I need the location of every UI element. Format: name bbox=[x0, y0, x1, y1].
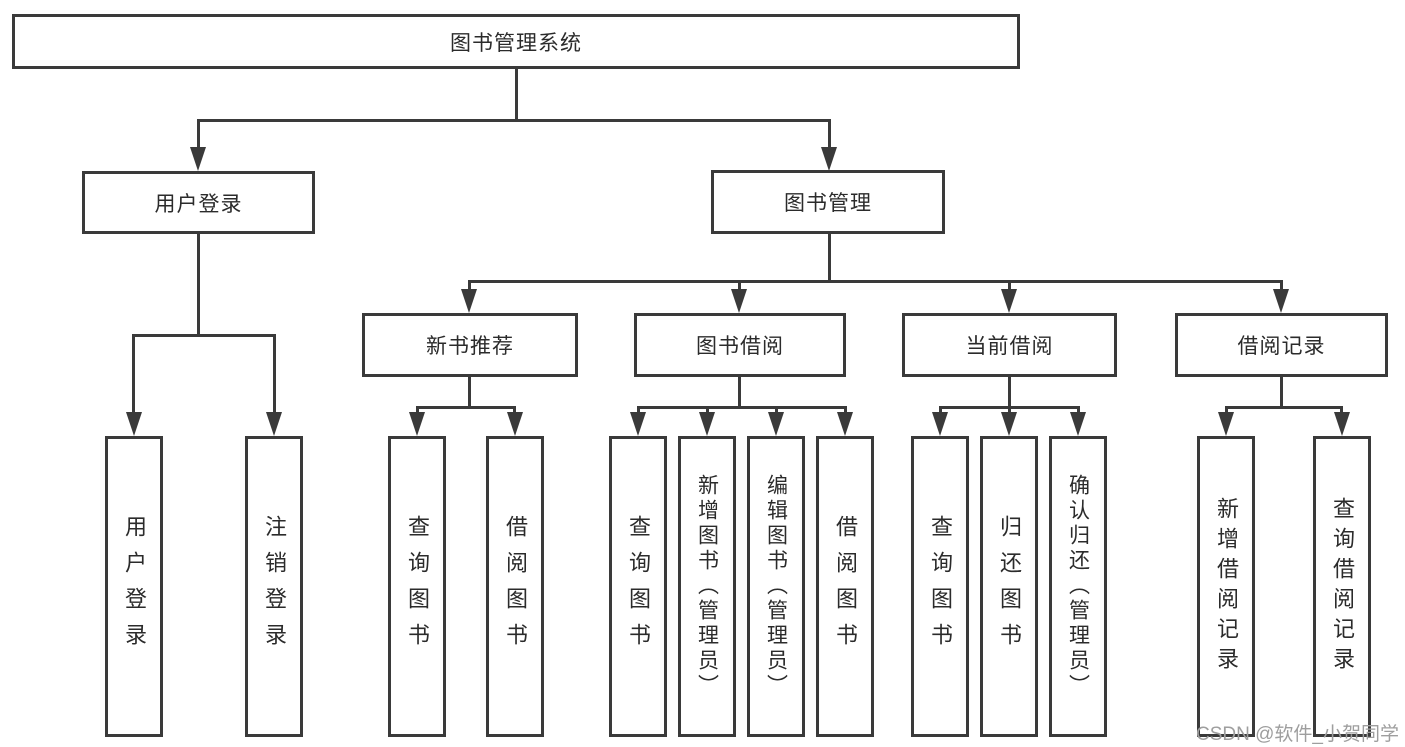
node-label: 编辑图书（管理员） bbox=[764, 474, 788, 699]
arrowhead-down-icon bbox=[409, 412, 425, 436]
node-library-management-system: 图书管理系统 bbox=[12, 14, 1020, 69]
node-label: 归还图书 bbox=[997, 514, 1022, 659]
leaf-query-book-current: 查询图书 bbox=[911, 436, 969, 737]
node-label: 查询图书 bbox=[928, 514, 953, 659]
connector bbox=[197, 234, 200, 337]
node-label: 查询图书 bbox=[626, 514, 651, 659]
arrowhead-down-icon bbox=[630, 412, 646, 436]
connector bbox=[637, 406, 846, 409]
connector bbox=[416, 406, 516, 409]
node-new-book-recommend: 新书推荐 bbox=[362, 313, 578, 377]
connector bbox=[273, 334, 276, 414]
connector bbox=[738, 280, 741, 292]
leaf-edit-book-admin: 编辑图书（管理员） bbox=[747, 436, 805, 737]
csdn-watermark: CSDN @软件_小贺同学 bbox=[1196, 724, 1399, 745]
node-book-management: 图书管理 bbox=[711, 170, 945, 234]
connector bbox=[1225, 406, 1228, 415]
node-label: 新书推荐 bbox=[426, 335, 514, 358]
arrowhead-down-icon bbox=[731, 289, 747, 313]
arrowhead-down-icon bbox=[768, 412, 784, 436]
node-label: 图书借阅 bbox=[696, 335, 784, 358]
leaf-confirm-return-admin: 确认归还（管理员） bbox=[1049, 436, 1107, 737]
arrowhead-down-icon bbox=[932, 412, 948, 436]
connector bbox=[706, 406, 709, 415]
leaf-user-login: 用户登录 bbox=[105, 436, 163, 737]
connector bbox=[513, 406, 516, 415]
connector bbox=[468, 280, 1283, 283]
node-label: 查询图书 bbox=[405, 514, 430, 659]
leaf-borrow-book: 借阅图书 bbox=[816, 436, 874, 737]
connector bbox=[844, 406, 847, 415]
leaf-borrow-book-recommend: 借阅图书 bbox=[486, 436, 544, 737]
arrowhead-down-icon bbox=[1334, 412, 1350, 436]
node-label: 图书管理 bbox=[784, 192, 872, 215]
connector bbox=[1340, 406, 1343, 415]
arrowhead-down-icon bbox=[461, 289, 477, 313]
node-label: 图书管理系统 bbox=[450, 31, 582, 55]
connector bbox=[738, 377, 741, 409]
connector bbox=[828, 234, 831, 282]
node-label: 新增借阅记录 bbox=[1214, 496, 1239, 677]
connector bbox=[132, 334, 135, 414]
arrowhead-down-icon bbox=[1001, 412, 1017, 436]
arrowhead-down-icon bbox=[837, 412, 853, 436]
node-label: 借阅记录 bbox=[1237, 335, 1326, 358]
connector bbox=[132, 334, 276, 337]
leaf-query-borrow-record: 查询借阅记录 bbox=[1313, 436, 1371, 737]
connector bbox=[197, 119, 831, 122]
leaf-add-borrow-record: 新增借阅记录 bbox=[1197, 436, 1255, 737]
node-label: 当前借阅 bbox=[965, 335, 1054, 358]
connector bbox=[1008, 406, 1011, 415]
leaf-add-book-admin: 新增图书（管理员） bbox=[678, 436, 736, 737]
node-label: 注销登录 bbox=[262, 514, 287, 659]
arrowhead-down-icon bbox=[699, 412, 715, 436]
connector bbox=[515, 68, 518, 122]
arrowhead-down-icon bbox=[126, 412, 142, 436]
leaf-return-book: 归还图书 bbox=[980, 436, 1038, 737]
arrowhead-down-icon bbox=[266, 412, 282, 436]
connector bbox=[416, 406, 419, 415]
arrowhead-down-icon bbox=[1001, 289, 1017, 313]
connector bbox=[1077, 406, 1080, 415]
arrowhead-down-icon bbox=[507, 412, 523, 436]
arrowhead-down-icon bbox=[190, 147, 206, 171]
connector bbox=[1280, 377, 1283, 409]
arrowhead-down-icon bbox=[1070, 412, 1086, 436]
connector bbox=[828, 119, 831, 151]
connector bbox=[1008, 377, 1011, 409]
connector bbox=[637, 406, 640, 415]
connector bbox=[1008, 280, 1011, 292]
leaf-logout: 注销登录 bbox=[245, 436, 303, 737]
arrowhead-down-icon bbox=[821, 147, 837, 171]
node-label: 新增图书（管理员） bbox=[695, 474, 719, 699]
arrowhead-down-icon bbox=[1218, 412, 1234, 436]
node-current-borrowing: 当前借阅 bbox=[902, 313, 1117, 377]
node-borrowing-records: 借阅记录 bbox=[1175, 313, 1388, 377]
leaf-query-book-borrowing: 查询图书 bbox=[609, 436, 667, 737]
node-label: 查询借阅记录 bbox=[1330, 496, 1355, 677]
connector bbox=[775, 406, 778, 415]
connector bbox=[468, 377, 471, 409]
node-label: 借阅图书 bbox=[503, 514, 528, 659]
node-user-login: 用户登录 bbox=[82, 171, 315, 234]
node-label: 用户登录 bbox=[122, 514, 147, 659]
connector bbox=[468, 280, 471, 292]
leaf-query-book-recommend: 查询图书 bbox=[388, 436, 446, 737]
node-label: 确认归还（管理员） bbox=[1066, 474, 1090, 699]
connector bbox=[1280, 280, 1283, 292]
node-label: 用户登录 bbox=[154, 192, 243, 216]
node-label: 借阅图书 bbox=[833, 514, 858, 659]
connector bbox=[197, 119, 200, 151]
connector bbox=[1225, 406, 1343, 409]
node-book-borrowing: 图书借阅 bbox=[634, 313, 846, 377]
connector bbox=[939, 406, 942, 415]
arrowhead-down-icon bbox=[1273, 289, 1289, 313]
